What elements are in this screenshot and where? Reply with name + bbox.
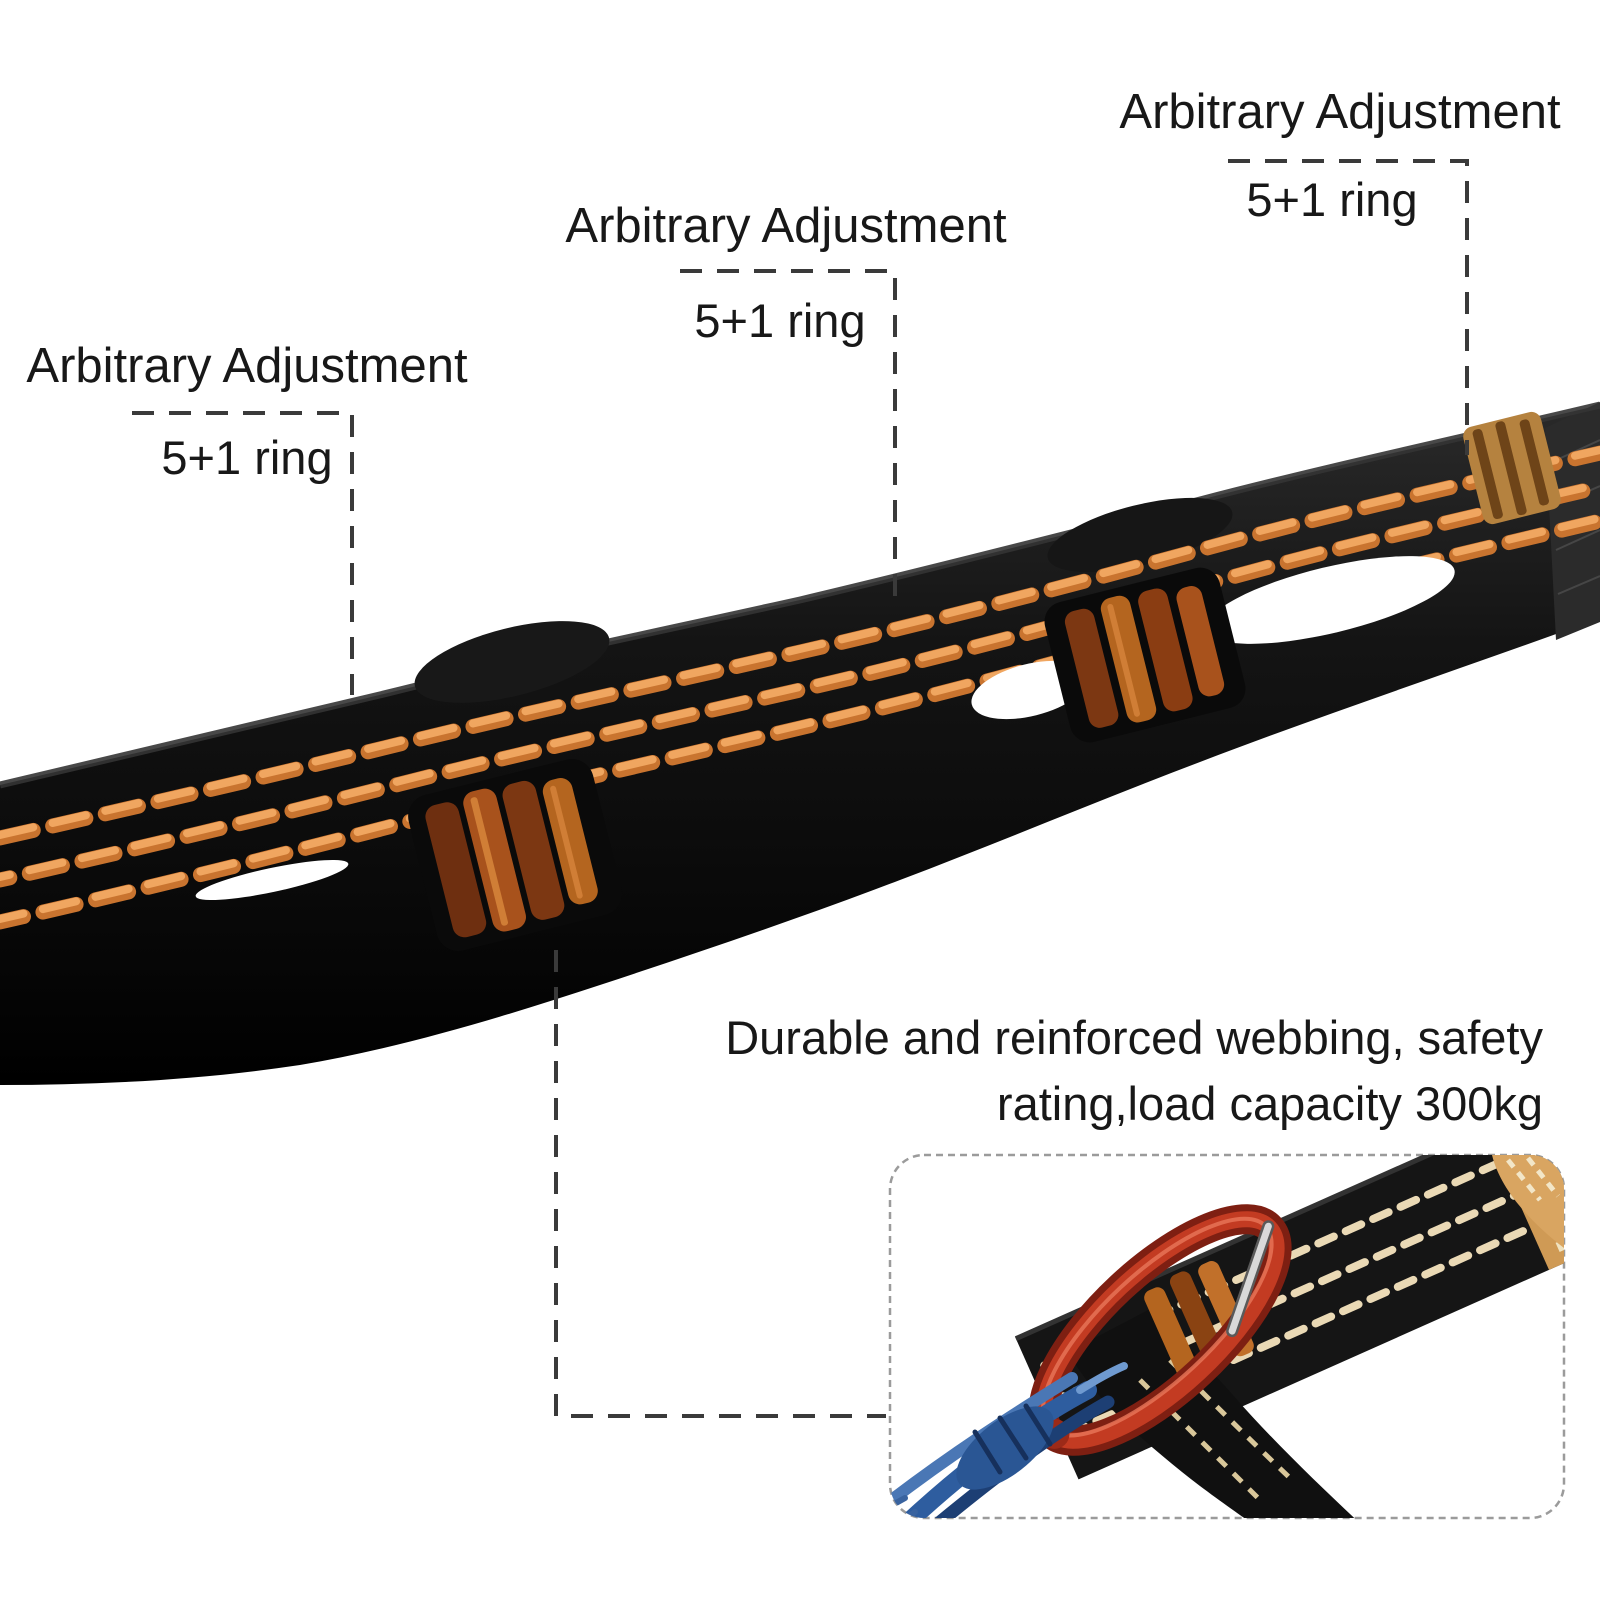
loop-opening-right — [1205, 556, 1455, 644]
loop-fold-crest-left — [414, 621, 610, 703]
inset-strap-tail — [1068, 1308, 1365, 1518]
callout-left-subtitle: 5+1 ring — [161, 431, 333, 484]
hammock-rope — [890, 1362, 1128, 1518]
caption-line-2: rating,load capacity 300kg — [996, 1077, 1543, 1130]
inset-corner-strap-end — [1492, 1155, 1564, 1248]
bartack-cluster-right — [1463, 411, 1561, 525]
inset-detail-photo — [888, 1153, 1566, 1520]
callout-right-title: Arbitrary Adjustment — [1119, 85, 1561, 139]
leader-line-inset — [554, 950, 886, 1418]
callout-middle-subtitle: 5+1 ring — [694, 294, 866, 347]
callout-right-subtitle: 5+1 ring — [1246, 173, 1418, 226]
loop-fold-crest-middle — [1047, 497, 1233, 573]
loop-opening-small — [195, 859, 349, 901]
bartack-cluster-middle — [1044, 567, 1246, 743]
leader-line-right-callout — [1228, 159, 1469, 455]
leader-line-left-callout — [132, 411, 354, 695]
callout-middle-title: Arbitrary Adjustment — [565, 199, 1007, 253]
caption-line-1: Durable and reinforced webbing, safety — [725, 1011, 1543, 1064]
bartack-cluster-left — [408, 759, 622, 951]
callout-left-title: Arbitrary Adjustment — [26, 339, 468, 393]
caption-text: Durable and reinforced webbing, safety r… — [643, 1005, 1543, 1137]
strap-photo — [0, 401, 1600, 1085]
rope-knot — [956, 1406, 1054, 1490]
strap-top-edge — [0, 401, 1600, 789]
